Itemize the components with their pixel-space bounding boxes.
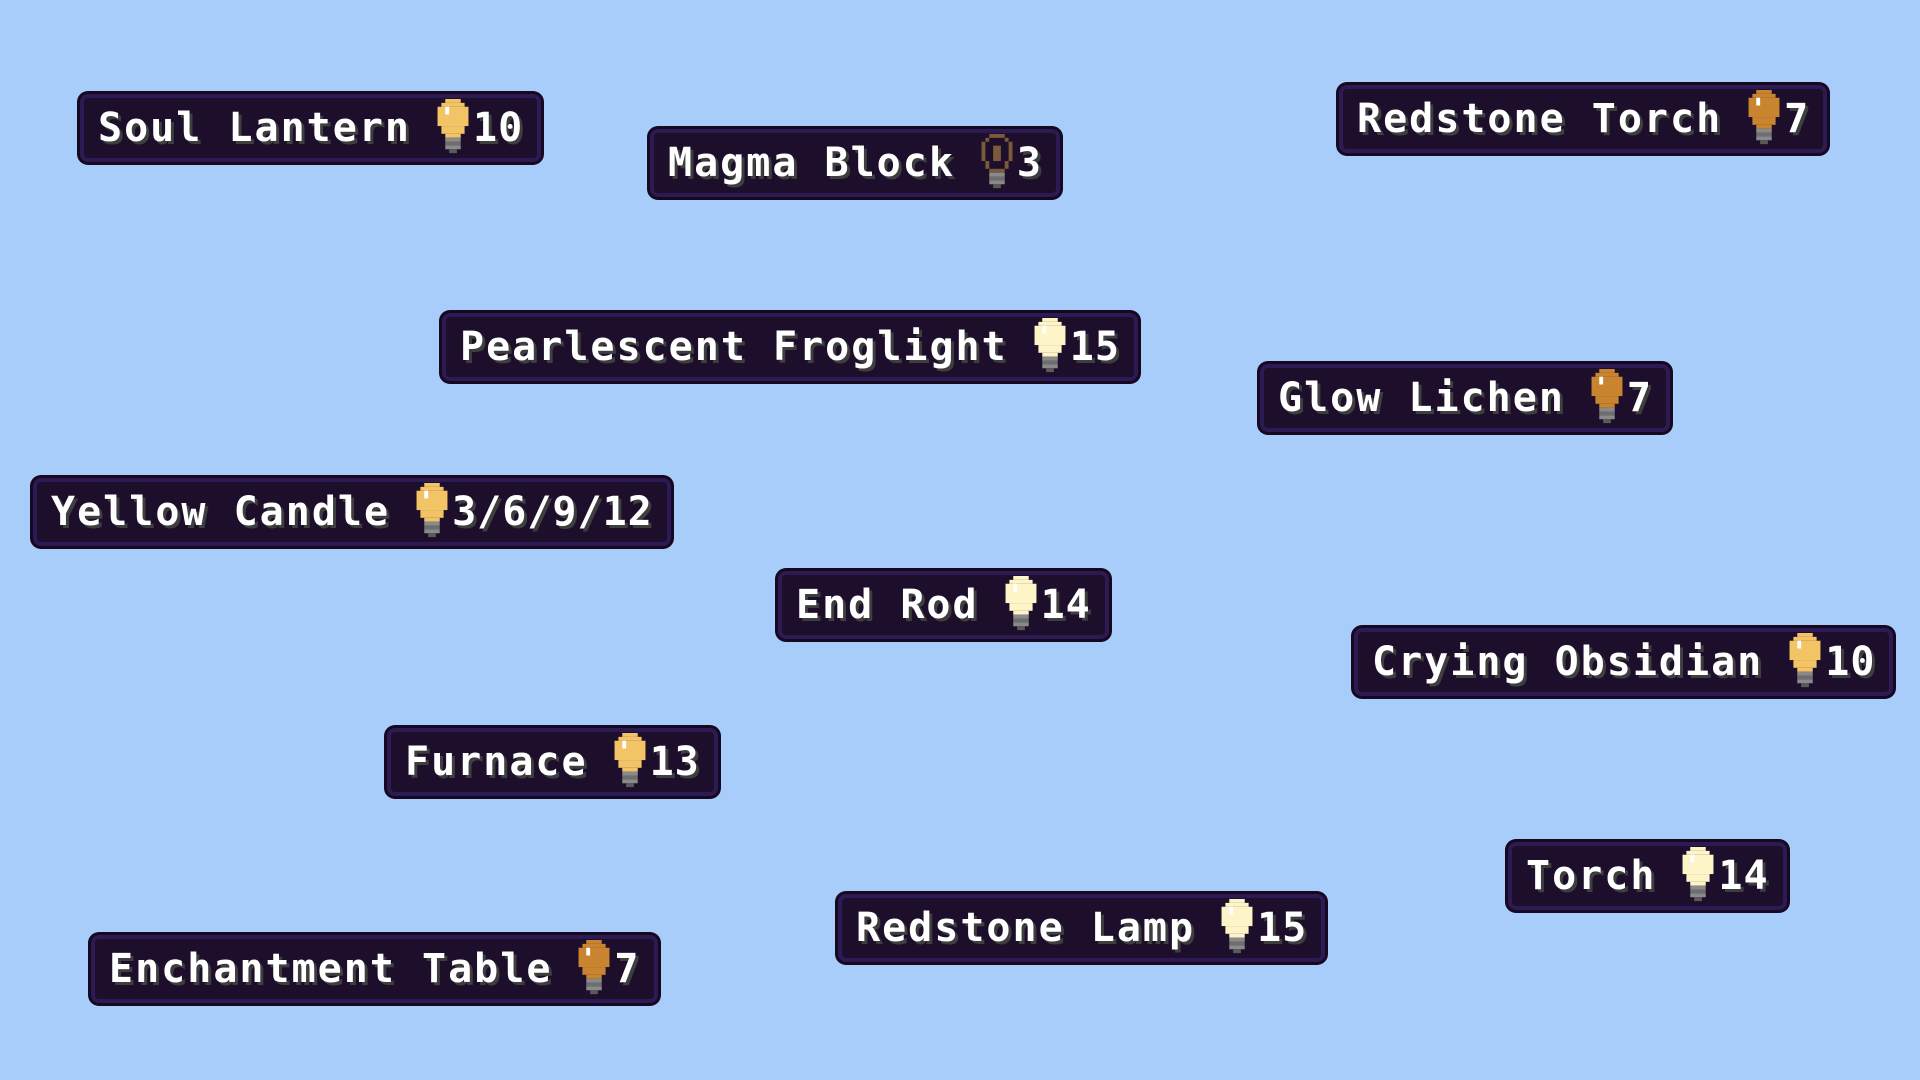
light-level: 10 [1825, 639, 1876, 685]
lightbulb-icon [578, 940, 610, 995]
tooltip-yellow-candle: Yellow Candle 3/6/9/12 [33, 478, 671, 546]
light-level: 7 [614, 946, 640, 992]
block-name: Enchantment Table [109, 946, 553, 992]
block-name: Redstone Lamp [856, 905, 1196, 951]
block-name: Soul Lantern [98, 105, 411, 151]
tooltip-furnace: Furnace 13 [387, 728, 718, 796]
light-level: 13 [649, 739, 700, 785]
tooltip-enchantment-table: Enchantment Table 7 [91, 935, 658, 1003]
lightbulb-icon [1034, 318, 1066, 373]
lightbulb-icon [1005, 576, 1037, 631]
tooltip-soul-lantern: Soul Lantern 10 [80, 94, 542, 162]
light-level: 7 [1626, 375, 1652, 421]
light-level: 15 [1069, 324, 1120, 370]
lightbulb-icon [437, 99, 469, 154]
lightbulb-icon [981, 134, 1013, 189]
block-name: Redstone Torch [1357, 96, 1723, 142]
lightbulb-icon [1591, 369, 1623, 424]
light-level: 3/6/9/12 [452, 489, 653, 535]
lightbulb-icon [1789, 633, 1821, 688]
block-name: Furnace [405, 739, 588, 785]
light-level: 10 [472, 105, 524, 151]
block-name: Torch [1526, 853, 1657, 899]
tooltip-end-rod: End Rod 14 [778, 571, 1109, 639]
light-level: 14 [1040, 582, 1091, 628]
lightbulb-icon [1748, 90, 1780, 145]
block-name: Yellow Candle [51, 489, 391, 535]
tooltip-crying-obsidian: Crying Obsidian 10 [1354, 628, 1894, 696]
tooltip-magma-block: Magma Block 3 [650, 129, 1060, 197]
lightbulb-icon [1682, 847, 1714, 902]
light-level: 15 [1257, 905, 1308, 951]
light-level: 14 [1718, 853, 1769, 899]
tooltip-torch: Torch 14 [1508, 842, 1787, 910]
block-name: Crying Obsidian [1372, 639, 1764, 685]
light-level: 7 [1784, 96, 1810, 142]
tooltip-pearlescent-froglight: Pearlescent Froglight 15 [442, 313, 1138, 381]
lightbulb-icon [1221, 899, 1253, 954]
block-name: Glow Lichen [1278, 375, 1565, 421]
lightbulb-icon [614, 733, 646, 788]
light-level: 3 [1016, 140, 1042, 186]
lightbulb-icon [416, 483, 448, 538]
tooltip-glow-lichen: Glow Lichen 7 [1260, 364, 1670, 432]
block-name: Magma Block [668, 140, 955, 186]
tooltip-redstone-torch: Redstone Torch 7 [1339, 85, 1828, 153]
block-name: End Rod [796, 582, 979, 628]
tooltip-redstone-lamp: Redstone Lamp 15 [838, 894, 1326, 962]
block-name: Pearlescent Froglight [460, 324, 1008, 370]
